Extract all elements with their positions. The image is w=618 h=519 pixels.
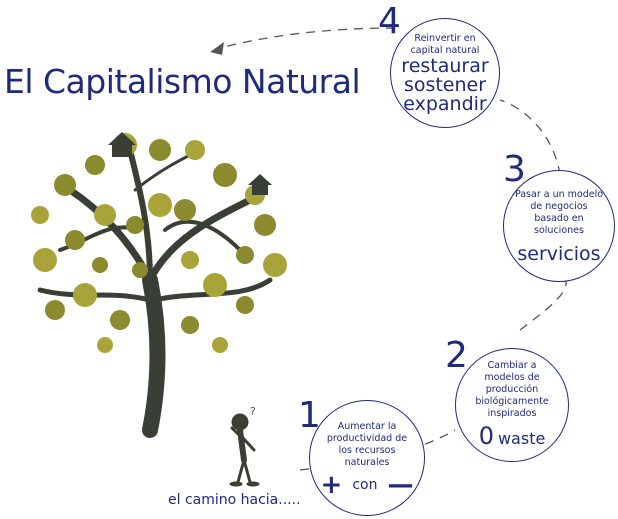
step-1-circle: Aumentar la productividad de los recurso… <box>309 400 425 516</box>
cycle-path-dashed <box>299 429 456 471</box>
step-3-number: 3 <box>503 149 526 190</box>
step-3-text: Pasar a un modelo de negocios basado en … <box>514 188 604 236</box>
step-2-text: Cambiar a modelos de producción biológic… <box>475 360 549 419</box>
cycle-arrowhead <box>210 42 224 55</box>
step-1-number: 1 <box>298 395 321 436</box>
waste-label: waste <box>497 429 546 448</box>
zero-label: 0 <box>478 422 494 450</box>
step-2-number: 2 <box>445 335 468 376</box>
plus-icon: + <box>320 470 343 500</box>
recycle-icon <box>206 236 224 254</box>
cycle-path-dashed-3 <box>499 99 561 176</box>
step-4-line-restaurar: restaurar <box>401 54 489 77</box>
step-2-circle: Cambiar a modelos de producción biológic… <box>455 348 569 462</box>
zero-waste: 0 waste <box>479 422 546 450</box>
plus-con-minus: + con — <box>320 470 414 500</box>
step-4-number: 4 <box>378 1 401 42</box>
house-icon <box>108 132 136 157</box>
page-title: El Capitalismo Natural <box>4 62 361 101</box>
step-1-text: Aumentar la productividad de los recurso… <box>326 421 408 468</box>
thinking-figure <box>229 413 260 487</box>
question-mark: ? <box>250 405 256 418</box>
step-3-servicios: servicios <box>517 242 601 265</box>
step-4-line-expandir: expandir <box>403 92 487 115</box>
step-4-line-sostener: sostener <box>403 73 487 96</box>
cycle-path-dashed-2 <box>519 274 567 331</box>
con-label: con <box>352 477 378 493</box>
minus-icon: — <box>387 470 414 500</box>
caption: el camino hacia..... <box>168 492 301 508</box>
step-3-circle: Pasar a un modelo de negocios basado en … <box>503 170 615 282</box>
cycle-path-dashed-4 <box>219 27 396 49</box>
step-4-circle: Reinvertir en capital natural restaurar … <box>390 18 500 128</box>
house-icon-2 <box>248 174 272 195</box>
step-4-text: Reinvertir en capital natural <box>410 32 480 56</box>
